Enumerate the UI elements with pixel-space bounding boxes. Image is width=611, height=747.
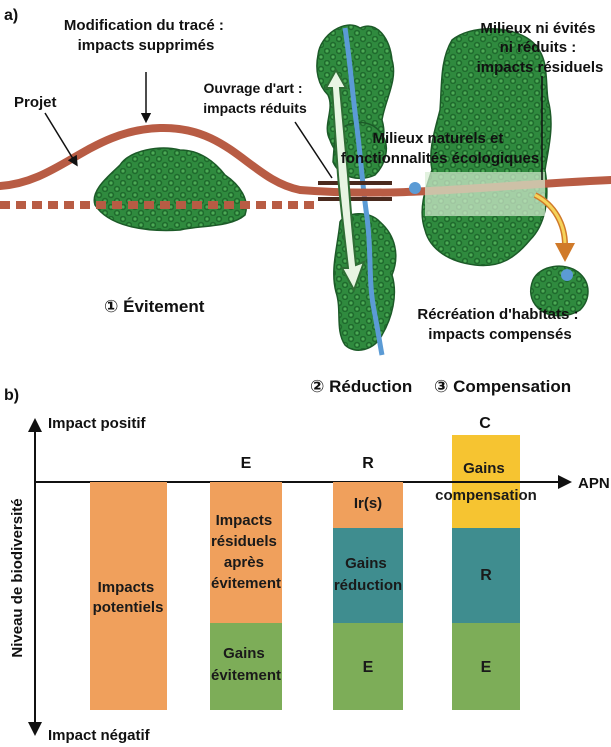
bar-evitement-gain-label: Gains évitement bbox=[211, 645, 281, 684]
bar-evitement-gain bbox=[210, 623, 282, 710]
forest-patch-center-bottom bbox=[333, 213, 397, 351]
pointer-ouvrage bbox=[294, 121, 333, 179]
bar-evitement-residual-label: Impacts résiduels après évitement bbox=[211, 512, 281, 592]
label-milieux-naturels: Milieux naturels et fonctionnalités écol… bbox=[341, 130, 539, 167]
compensation-arrow-head bbox=[555, 243, 575, 262]
bar-evitement-residual bbox=[210, 482, 282, 623]
bar-compensation-e-label: E bbox=[481, 659, 492, 676]
label-milieux-ni-evites: Milieux ni évités ni réduits : impacts r… bbox=[477, 20, 604, 76]
label-modification: Modification du tracé : impacts supprimé… bbox=[64, 17, 228, 54]
right-arrow-icon bbox=[558, 475, 572, 489]
bar-compensation-evitement bbox=[452, 623, 520, 710]
up-arrow-icon bbox=[28, 418, 42, 432]
label-projet: Projet bbox=[14, 94, 57, 111]
forest-patch-recreated bbox=[529, 265, 589, 317]
bar-reduction-gain bbox=[333, 528, 403, 623]
forest-patch-left bbox=[93, 147, 247, 232]
ecological-corridor-arrow bbox=[324, 67, 366, 293]
label-compensation: ③ Compensation bbox=[434, 377, 571, 396]
column-label-r: R bbox=[362, 455, 374, 472]
column-label-e: E bbox=[241, 455, 252, 472]
panel-a-letter: a) bbox=[4, 7, 18, 24]
recreated-pond bbox=[561, 269, 573, 281]
label-reduction: ② Réduction bbox=[310, 377, 412, 396]
label-impact-positif: Impact positif bbox=[48, 415, 147, 432]
river bbox=[342, 27, 385, 356]
bar-impacts-potentiels bbox=[90, 482, 167, 710]
label-apn: APN bbox=[578, 475, 610, 492]
y-axis-label: Niveau de biodiversité bbox=[9, 498, 26, 657]
compensation-arrow-inner bbox=[534, 193, 567, 246]
pointer-projet bbox=[44, 112, 78, 167]
label-impact-negatif: Impact négatif bbox=[48, 727, 151, 744]
bar-compensation-r-label: R bbox=[480, 567, 492, 584]
bar-reduction-ir-label: Ir(s) bbox=[354, 495, 382, 512]
label-evitement: ① Évitement bbox=[104, 297, 205, 316]
bar-reduction-e-label: E bbox=[363, 659, 374, 676]
bar-compensation-reduction bbox=[452, 528, 520, 623]
residual-impact-band bbox=[425, 172, 545, 216]
column-label-c: C bbox=[479, 415, 491, 432]
bar-reduction-residual bbox=[333, 482, 403, 528]
wildlife-crossing-dot bbox=[409, 182, 421, 194]
bar-reduction-evitement bbox=[333, 623, 403, 710]
down-arrow-icon bbox=[28, 722, 42, 736]
label-ouvrage: Ouvrage d'art : impacts réduits bbox=[203, 80, 307, 116]
bar-compensation-gain-label: Gains compensation bbox=[435, 460, 537, 504]
label-recreation: Récréation d'habitats : impacts compensé… bbox=[417, 306, 582, 343]
bar-impacts-potentiels-label: Impacts potentiels bbox=[93, 579, 164, 616]
panel-b-letter: b) bbox=[4, 387, 19, 404]
bar-reduction-gain-label: Gains réduction bbox=[334, 555, 402, 594]
